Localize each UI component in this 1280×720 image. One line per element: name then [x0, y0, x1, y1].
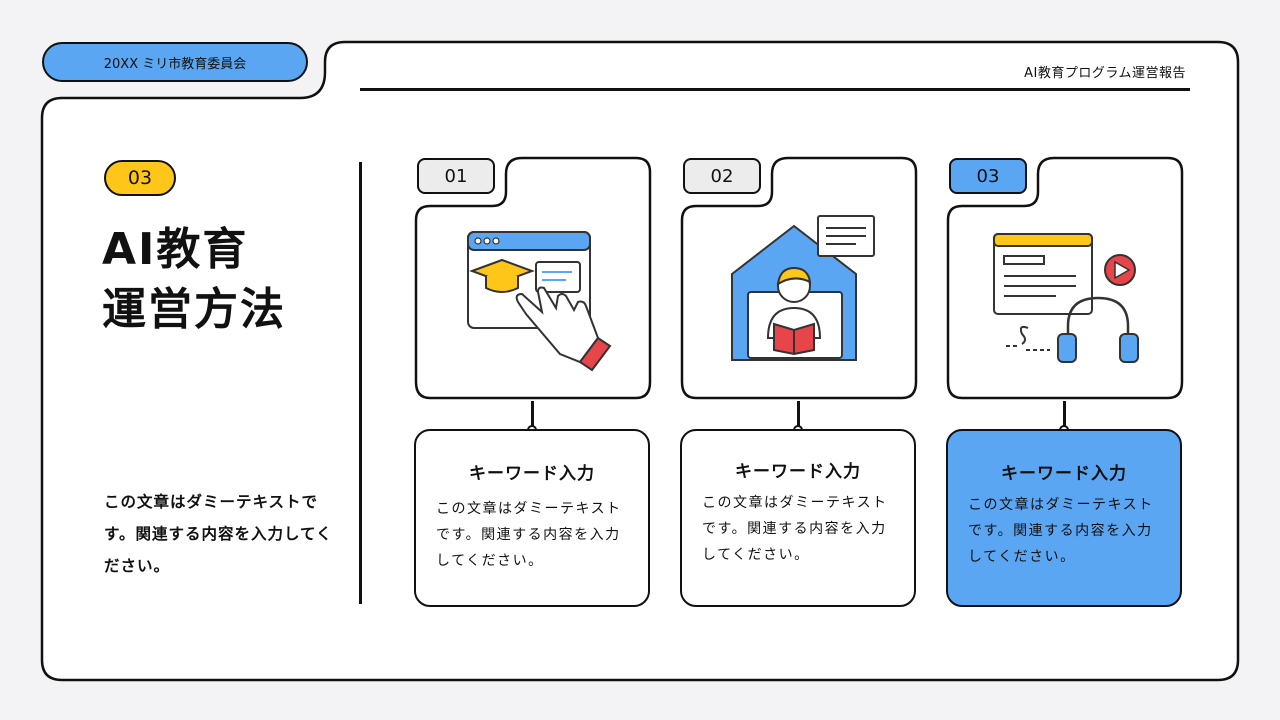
card-title-1: キーワード入力: [469, 464, 595, 484]
image-card-3: [946, 156, 1184, 400]
vertical-divider: [359, 162, 362, 604]
section-description: この文章はダミーテキストです。関連する内容を入力してください。: [104, 493, 333, 575]
step-tab-1[interactable]: 01: [417, 158, 495, 194]
text-card-1: キーワード入力 この文章はダミーテキストです。関連する内容を入力してください。: [414, 429, 650, 607]
report-title: AI教育プログラム運営報告: [1024, 66, 1186, 81]
home-study-icon: [731, 215, 875, 361]
step-tab-3[interactable]: 03: [949, 158, 1027, 194]
connector-line-3: [1063, 401, 1066, 429]
step-tab-2[interactable]: 02: [683, 158, 761, 194]
section-title-line-1: AI教育: [102, 224, 249, 275]
connector-line-2: [797, 401, 800, 429]
section-title: AI教育 運営方法: [102, 220, 286, 340]
text-card-3: キーワード入力 この文章はダミーテキストです。関連する内容を入力してください。: [946, 429, 1182, 607]
online-learning-icon: [467, 231, 612, 372]
header-divider: [360, 88, 1190, 91]
text-card-2: キーワード入力 この文章はダミーテキストです。関連する内容を入力してください。: [680, 429, 916, 607]
organization-badge: 20XX ミリ市教育委員会: [42, 42, 308, 82]
card-body-2: この文章はダミーテキストです。関連する内容を入力してください。: [702, 495, 888, 563]
card-title-3: キーワード入力: [1001, 464, 1127, 484]
image-card-1: [414, 156, 652, 400]
connector-line-1: [531, 401, 534, 429]
section-number-badge: 03: [104, 160, 176, 196]
card-title-2: キーワード入力: [735, 462, 861, 482]
card-body-3: この文章はダミーテキストです。関連する内容を入力してください。: [968, 497, 1154, 565]
image-card-2: [680, 156, 918, 400]
audio-video-lesson-icon: [993, 233, 1139, 363]
section-title-line-2: 運営方法: [102, 284, 286, 335]
card-body-1: この文章はダミーテキストです。関連する内容を入力してください。: [436, 501, 622, 569]
